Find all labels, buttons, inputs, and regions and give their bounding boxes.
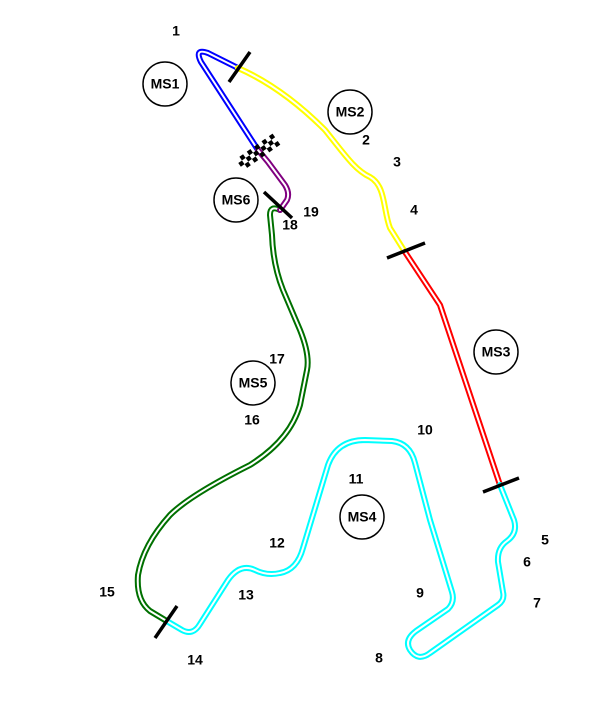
sector-ms2-track (235, 65, 408, 255)
turn-number-8: 8 (375, 650, 383, 666)
sector-boundary-5-6 (262, 190, 294, 220)
turn-number-18: 18 (282, 217, 298, 233)
turn-number-13: 13 (238, 587, 254, 603)
sector-label-ms4: MS4 (339, 494, 385, 540)
turn-number-4: 4 (410, 202, 418, 218)
sector-ms4-track (162, 437, 519, 660)
sector-boundary-3-4 (482, 476, 520, 494)
checkered-flag-icon (238, 133, 281, 168)
turn-number-3: 3 (393, 154, 401, 170)
turn-number-6: 6 (523, 554, 531, 570)
sector-label-text: MS5 (239, 375, 268, 391)
sector-boundary-1-2 (227, 50, 252, 84)
sector-label-text: MS4 (348, 509, 377, 525)
turn-number-2: 2 (362, 132, 370, 148)
turn-number-14: 14 (187, 652, 203, 668)
sector-label-text: MS1 (151, 76, 180, 92)
sector-label-text: MS3 (482, 344, 511, 360)
turn-number-1: 1 (172, 23, 180, 39)
sector-label-text: MS6 (222, 192, 251, 208)
turn-number-19: 19 (303, 204, 319, 220)
turn-number-11: 11 (349, 471, 364, 487)
sector-label-ms3: MS3 (473, 329, 519, 375)
sector-boundaries (153, 50, 520, 639)
sector-ms5-track (134, 205, 311, 623)
sector-label-ms2: MS2 (327, 89, 373, 135)
turn-number-12: 12 (269, 535, 285, 551)
sector-boundary-2-3 (386, 241, 426, 260)
sector-label-text: MS2 (336, 104, 365, 120)
turn-number-5: 5 (541, 532, 549, 548)
sector-label-ms5: MS5 (230, 360, 276, 406)
turn-number-7: 7 (533, 595, 541, 611)
turn-number-15: 15 (99, 584, 115, 600)
sector-label-ms6: MS6 (213, 177, 259, 223)
sector-label-ms1: MS1 (142, 61, 188, 107)
turn-number-17: 17 (269, 351, 285, 367)
sector-ms6-track (255, 147, 292, 213)
turn-number-16: 16 (244, 412, 260, 428)
turn-number-10: 10 (417, 422, 433, 438)
turn-number-9: 9 (416, 585, 424, 601)
sector-boundary-4-5 (153, 605, 179, 639)
sector-ms1-track (195, 48, 261, 153)
sector-ms3-track (402, 249, 503, 488)
